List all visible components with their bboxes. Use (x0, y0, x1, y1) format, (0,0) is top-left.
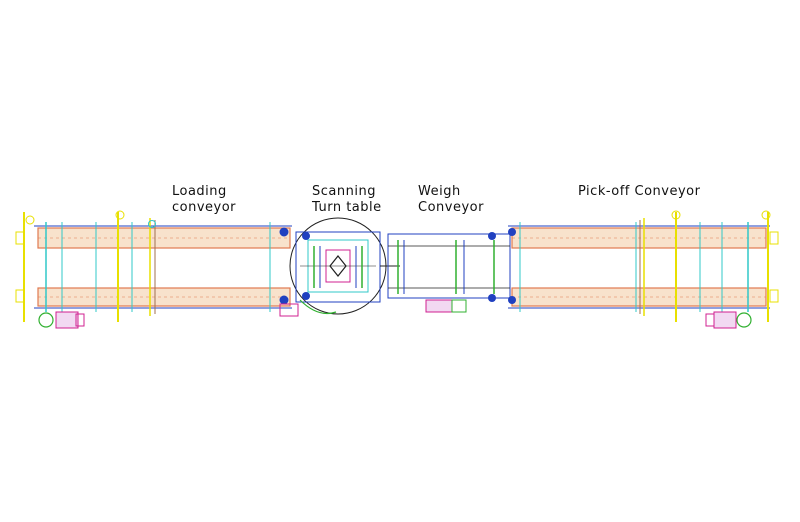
weigh-bearing-top (488, 232, 496, 240)
pickoff-bearing-3 (508, 228, 516, 236)
weigh-conveyor (387, 232, 511, 313)
turn-table-frame (295, 231, 381, 303)
loading-bearing-1 (25, 215, 35, 225)
pickoff-gearbox (705, 313, 715, 327)
loading-motor (55, 311, 79, 329)
loading-bearing-3 (148, 220, 156, 228)
loading-bearing-5 (279, 295, 289, 305)
weigh-bearing-bottom (488, 294, 496, 302)
pickoff-end-bracket (769, 231, 779, 245)
pickoff-end-bracket-2 (769, 289, 779, 303)
loading-label-line1: Loading (172, 184, 227, 199)
scanning-turn-table (289, 217, 400, 315)
loading-end-bracket-left (15, 231, 25, 245)
turn-table-bearing (302, 232, 310, 240)
weigh-frame (387, 233, 511, 299)
loading-bearing-4 (279, 227, 289, 237)
pick-off-conveyor (508, 210, 779, 329)
loading-end-bracket-left-2 (15, 289, 25, 303)
pickoff-bearing-2 (761, 210, 771, 220)
weigh-gearbox (451, 299, 467, 313)
loading-conveyor (15, 210, 299, 329)
weigh-label-line1: Weigh (418, 184, 461, 199)
loading-label-line2: conveyor (172, 200, 237, 215)
pickoff-motor (713, 311, 737, 329)
loading-bearing-2 (115, 210, 125, 220)
weigh-load-cell (425, 299, 453, 313)
pickoff-bearing-4 (508, 296, 516, 304)
turn-table-drive-arc (299, 299, 337, 315)
scanning-label-line2: Turn table (312, 200, 382, 215)
pickoff-motor-coupling (736, 312, 752, 328)
weigh-conveyor-label: Weigh Conveyor (418, 184, 484, 216)
weigh-label-line2: Conveyor (418, 200, 484, 215)
loading-conveyor-label: Loading conveyor (172, 184, 236, 216)
pickoff-label-line1: Pick-off Conveyor (578, 184, 701, 199)
pickoff-bearing-1 (671, 210, 681, 220)
loading-discharge-motor (279, 303, 299, 317)
loading-gearbox (75, 313, 85, 327)
turn-table-bearing-2 (302, 292, 310, 300)
scanning-label-line1: Scanning (312, 184, 376, 199)
pick-off-conveyor-label: Pick-off Conveyor (578, 184, 700, 200)
scanning-turn-table-label: Scanning Turn table (312, 184, 382, 216)
scanner-diamond (329, 255, 347, 277)
loading-motor-coupling (38, 312, 54, 328)
